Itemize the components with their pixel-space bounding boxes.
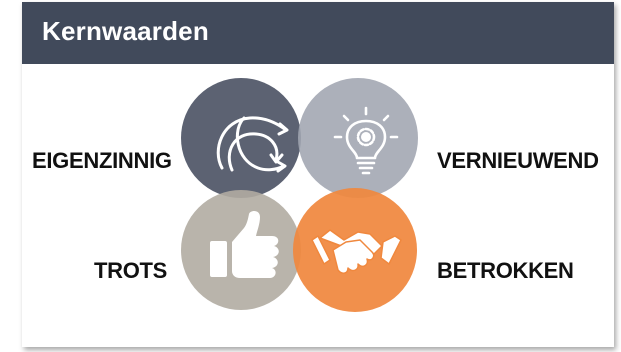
label-betrokken: BETROKKEN: [437, 258, 574, 283]
header-bar: Kernwaarden: [22, 2, 614, 64]
page-title: Kernwaarden: [42, 16, 209, 46]
kernwaarden-card: Kernwaarden: [22, 2, 614, 347]
label-trots: TROTS: [94, 258, 168, 283]
label-eigenzinnig: EIGENZINNIG: [32, 148, 172, 173]
label-vernieuwend: VERNIEUWEND: [437, 148, 599, 173]
